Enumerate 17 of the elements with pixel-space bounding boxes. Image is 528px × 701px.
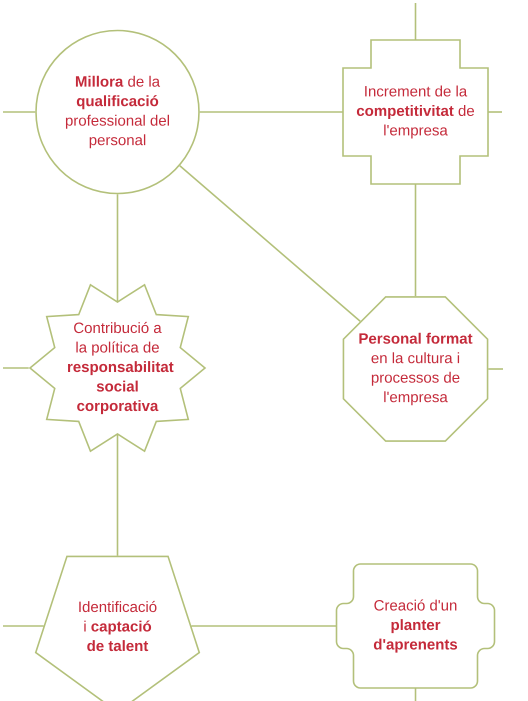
tabbed-box: Creació d'un planter d'aprenents <box>336 563 496 689</box>
octagon-node: Personal format en la cultura i processos de l'empresa <box>342 296 488 442</box>
star-node: Contribució a la política de responsabilitat social corporativa <box>28 284 206 452</box>
connector-line <box>179 165 361 322</box>
stepped-box: Increment de la competitivitat de l'empresa <box>342 39 489 185</box>
connector-line <box>488 111 502 113</box>
connector-line <box>414 184 416 296</box>
connector-line <box>200 111 343 113</box>
connector-line <box>414 3 416 40</box>
circle-node: Millora de la qualificació professional del personal <box>35 30 200 194</box>
connector-line <box>414 688 416 701</box>
connector-line <box>3 111 36 113</box>
pentagon-node: Identificació i captació de talent <box>34 556 200 701</box>
connector-line <box>192 625 336 627</box>
connector-line <box>3 625 44 627</box>
connector-line <box>3 367 29 369</box>
connector-line <box>488 368 503 370</box>
